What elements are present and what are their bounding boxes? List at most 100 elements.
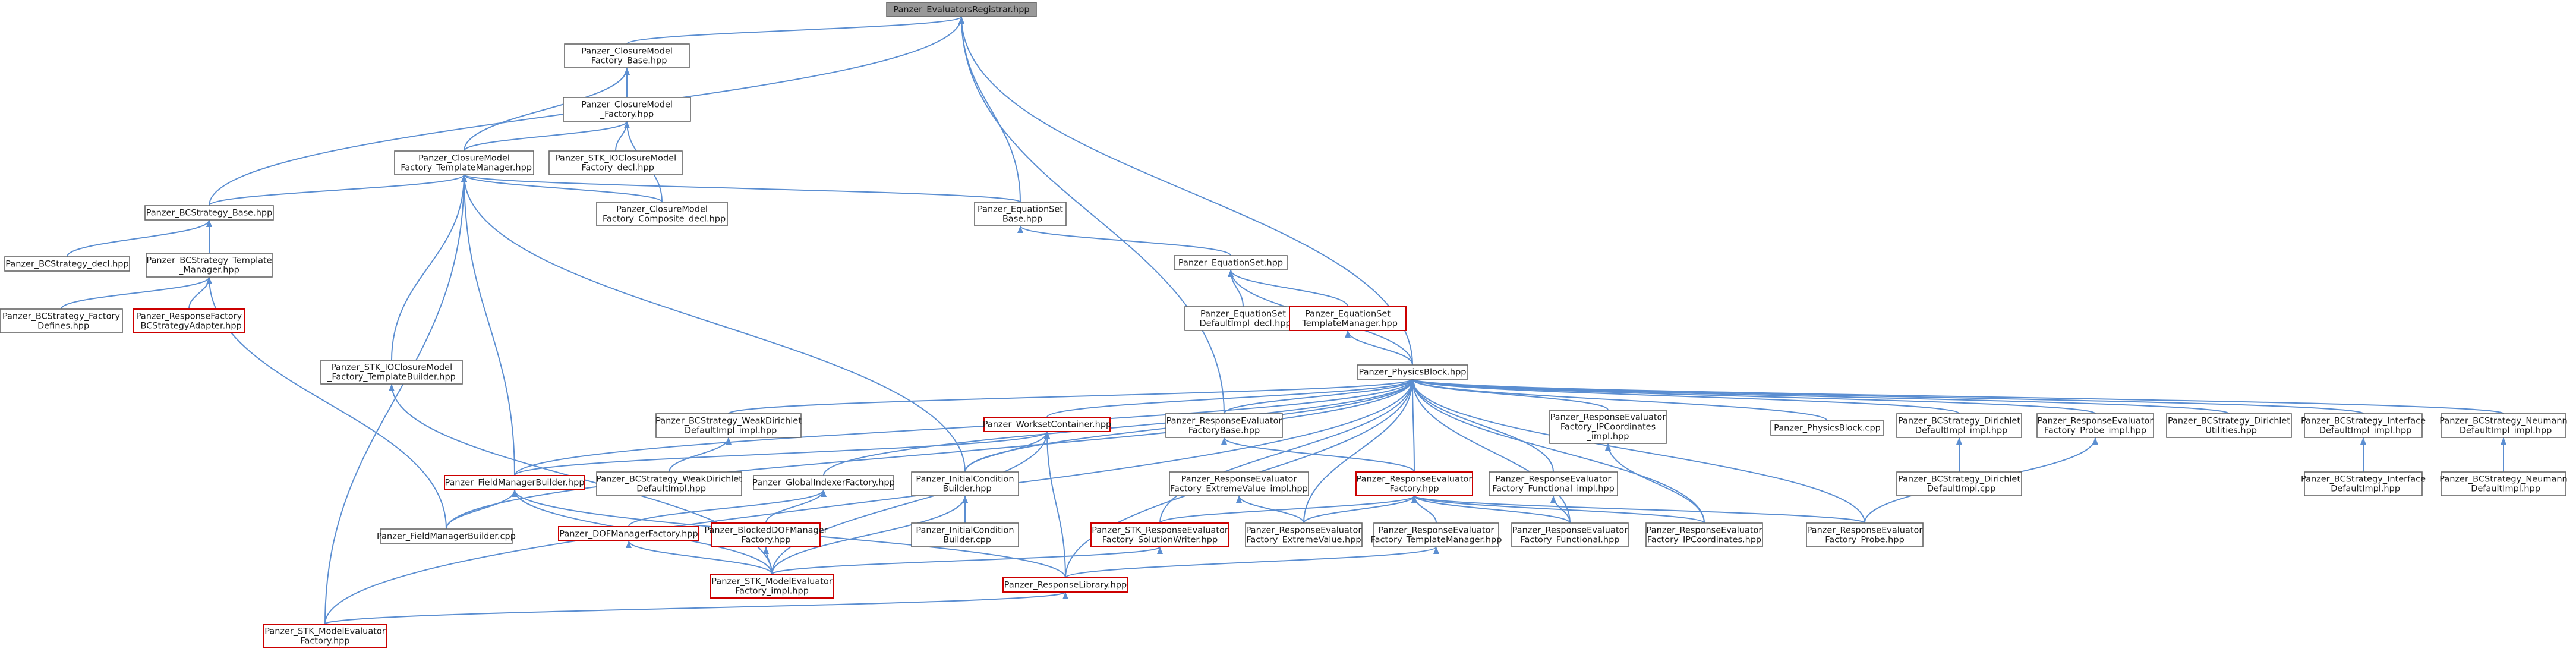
node-box (596, 471, 742, 496)
node-panzer-dofmanagerfactory-hpp[interactable]: Panzer_DOFManagerFactory.hpp (558, 526, 699, 541)
node-label: Panzer_WorksetContainer.hpp (983, 420, 1112, 430)
node-panzer-responselibrary-hpp[interactable]: Panzer_ResponseLibrary.hpp (1002, 577, 1128, 593)
edge-arrowhead (1017, 226, 1023, 233)
node-panzer-globalindexerfactory-hpp[interactable]: Panzer_GlobalIndexerFactory.hpp (752, 475, 895, 490)
node-panzer-responseevaluatorfactory-ipcoordinates-hpp[interactable]: Panzer_ResponseEvaluatorFactory_IPCoordi… (1645, 522, 1763, 547)
node-label: _DefaultImpl.hpp (632, 484, 706, 494)
edge-wsc-rl (1046, 431, 1066, 578)
edge-fmb-fmb_cpp (446, 489, 515, 530)
node-label: Factory_ExtremeValue_impl.hpp (1170, 484, 1308, 494)
edge-cm_ftm-eqs_base (464, 174, 1021, 203)
node-panzer-closuremodel-factory-hpp[interactable]: Panzer_ClosureModel_Factory.hpp (563, 97, 691, 122)
node-box (1245, 522, 1363, 547)
node-panzer-physicsblock-cpp[interactable]: Panzer_PhysicsBlock.cpp (1770, 420, 1884, 436)
node-label: Panzer_EquationSet (978, 205, 1063, 215)
node-panzer-initialcondition-builder-hpp[interactable]: Panzer_InitialCondition_Builder.hpp (911, 471, 1019, 496)
edge-rl-stk_mef (324, 591, 1066, 625)
node-panzer-evaluatorsregistrar-hpp[interactable]: Panzer_EvaluatorsRegistrar.hpp (886, 2, 1037, 17)
node-box (2441, 413, 2566, 438)
edge-pb-ref_func (1412, 379, 1571, 524)
node-panzer-physicsblock-hpp[interactable]: Panzer_PhysicsBlock.hpp (1357, 364, 1468, 380)
node-box (1357, 364, 1468, 380)
node-panzer-worksetcontainer-hpp[interactable]: Panzer_WorksetContainer.hpp (983, 417, 1112, 432)
node-panzer-stk-responseevaluatorfactory-solutionwriter-hpp[interactable]: Panzer_STK_ResponseEvaluatorFactory_Solu… (1090, 522, 1229, 547)
node-label: _DefaultImpl.hpp (2326, 484, 2400, 494)
node-panzer-bcstrategy-base-hpp[interactable]: Panzer_BCStrategy_Base.hpp (144, 205, 274, 221)
node-panzer-responsefactory-bcstrategyadapter-hpp[interactable]: Panzer_ResponseFactory_BCStrategyAdapter… (133, 308, 245, 333)
node-panzer-bcstrategy-interface-defaultimpl-hpp[interactable]: Panzer_BCStrategy_Interface_DefaultImpl.… (2301, 471, 2426, 496)
node-panzer-responseevaluatorfactory-probe-hpp[interactable]: Panzer_ResponseEvaluatorFactory_Probe.hp… (1806, 522, 1924, 547)
node-panzer-bcstrategy-interface-defaultimpl-impl-hpp[interactable]: Panzer_BCStrategy_Interface_DefaultImpl_… (2301, 413, 2426, 438)
node-panzer-bcstrategy-dirichlet-defaultimpl-impl-hpp[interactable]: Panzer_BCStrategy_Dirichlet_DefaultImpl_… (1896, 413, 2022, 438)
node-panzer-responseevaluatorfactory-templatemanager-hpp[interactable]: Panzer_ResponseEvaluatorFactory_Template… (1371, 522, 1502, 547)
node-panzer-fieldmanagerbuilder-cpp[interactable]: Panzer_FieldManagerBuilder.cpp (377, 528, 516, 544)
node-panzer-stk-modelevaluatorfactory-impl-hpp[interactable]: Panzer_STK_ModelEvaluatorFactory_impl.hp… (710, 574, 834, 599)
edge-eqs_tm-pb (1347, 330, 1413, 366)
node-box (2304, 471, 2423, 496)
node-label: Panzer_FieldManagerBuilder.cpp (377, 532, 516, 541)
node-label: _Builder.hpp (938, 484, 991, 494)
edge-wsc-fmb (514, 431, 1048, 476)
node-label: Panzer_ResponseEvaluator (1807, 526, 1923, 536)
node-box (1806, 522, 1924, 547)
node-panzer-bcstrategy-weakdirichlet-defaultimpl-hpp[interactable]: Panzer_BCStrategy_WeakDirichlet_DefaultI… (596, 471, 742, 496)
edge-ref_ev_impl-ref_ev (1238, 495, 1304, 524)
node-label: _DefaultImpl_impl.hpp (680, 426, 777, 436)
node-panzer-bcstrategy-neumann-defaultimpl-hpp[interactable]: Panzer_BCStrategy_Neumann_DefaultImpl.hp… (2439, 471, 2568, 496)
node-label: _DefaultImpl_impl.hpp (2455, 426, 2552, 436)
edge-bcs_tm-rf_bcsa (188, 276, 210, 310)
node-panzer-responseevaluatorfactory-functional-impl-hpp[interactable]: Panzer_ResponseEvaluatorFactory_Function… (1489, 471, 1618, 496)
node-panzer-closuremodel-factory-templatemanager-hpp[interactable]: Panzer_ClosureModel_Factory_TemplateMana… (394, 150, 534, 175)
node-label: Factory_IPCoordinates.hpp (1647, 536, 1762, 545)
edge-pb-fmb (514, 379, 1413, 476)
edge-arrowhead (624, 68, 630, 75)
node-panzer-bcstrategy-dirichlet-defaultimpl-cpp[interactable]: Panzer_BCStrategy_Dirichlet_DefaultImpl.… (1896, 471, 2022, 496)
node-panzer-closuremodel-factory-base-hpp[interactable]: Panzer_ClosureModel_Factory_Base.hpp (564, 43, 690, 68)
node-panzer-bcstrategy-weakdirichlet-defaultimpl-impl-hpp[interactable]: Panzer_BCStrategy_WeakDirichlet_DefaultI… (655, 413, 802, 438)
node-label: _DefaultImpl_impl.hpp (2315, 426, 2412, 436)
node-panzer-equationset-hpp[interactable]: Panzer_EquationSet.hpp (1174, 255, 1288, 270)
edge-arrowhead (626, 541, 632, 548)
node-panzer-bcstrategy-template-manager-hpp[interactable]: Panzer_BCStrategy_Template_Manager.hpp (146, 253, 273, 278)
node-label: Panzer_BCStrategy_Neumann (2439, 475, 2567, 484)
node-box (564, 43, 690, 68)
node-panzer-equationset-defaultimpl-decl-hpp[interactable]: Panzer_EquationSet_DefaultImpl_decl.hpp (1184, 306, 1302, 331)
node-panzer-stk-ioclosuremodel-factory-templatebuilder-hpp[interactable]: Panzer_STK_IOClosureModel_Factory_Templa… (320, 360, 463, 385)
edge-cm_ftm-stk_iocm_tb (391, 174, 465, 361)
node-panzer-fieldmanagerbuilder-hpp[interactable]: Panzer_FieldManagerBuilder.hpp (444, 475, 585, 490)
node-panzer-bcstrategy-decl-hpp[interactable]: Panzer_BCStrategy_decl.hpp (4, 256, 130, 272)
edge-root-ref_base (961, 16, 1225, 414)
node-panzer-responseevaluatorfactory-functional-hpp[interactable]: Panzer_ResponseEvaluatorFactory_Function… (1511, 522, 1629, 547)
node-panzer-initialcondition-builder-cpp[interactable]: Panzer_InitialCondition_Builder.cpp (911, 522, 1019, 547)
node-panzer-stk-ioclosuremodel-factory-decl-hpp[interactable]: Panzer_STK_IOClosureModel_Factory_decl.h… (548, 150, 683, 175)
node-label: Panzer_ResponseFactory (136, 312, 242, 322)
node-panzer-equationset-templatemanager-hpp[interactable]: Panzer_EquationSet_TemplateManager.hpp (1289, 306, 1407, 331)
edge-cm_ftm-stk_mef (324, 174, 465, 625)
node-panzer-responseevaluatorfactory-extremevalue-impl-hpp[interactable]: Panzer_ResponseEvaluatorFactory_ExtremeV… (1169, 471, 1309, 496)
node-label: _BCStrategyAdapter.hpp (135, 322, 242, 331)
node-label: Panzer_BCStrategy_Interface (2301, 417, 2426, 426)
node-panzer-responseevaluatorfactory-ipcoordinates-impl-hpp[interactable]: Panzer_ResponseEvaluatorFactory_IPCoordi… (1549, 410, 1667, 444)
node-box (4, 256, 130, 272)
node-panzer-closuremodel-factory-composite-decl-hpp[interactable]: Panzer_ClosureModel_Factory_Composite_de… (596, 202, 728, 226)
node-box (974, 202, 1067, 226)
node-panzer-bcstrategy-factory-defines-hpp[interactable]: Panzer_BCStrategy_Factory_Defines.hpp (0, 308, 123, 333)
node-box (710, 574, 834, 599)
node-label: Factory_ExtremeValue.hpp (1246, 536, 1361, 545)
node-label: Factory.hpp (1389, 484, 1439, 494)
edge-pb-gif (823, 379, 1413, 476)
edge-pb-fmb_cpp (446, 379, 1413, 530)
node-panzer-bcstrategy-dirichlet-utilities-hpp[interactable]: Panzer_BCStrategy_Dirichlet_Utilities.hp… (2166, 413, 2292, 438)
node-panzer-responseevaluatorfactory-extremevalue-hpp[interactable]: Panzer_ResponseEvaluatorFactory_ExtremeV… (1245, 522, 1363, 547)
node-panzer-bcstrategy-neumann-defaultimpl-impl-hpp[interactable]: Panzer_BCStrategy_Neumann_DefaultImpl_im… (2439, 413, 2568, 438)
node-panzer-equationset-base-hpp[interactable]: Panzer_EquationSet_Base.hpp (974, 202, 1067, 226)
node-label: Panzer_ResponseEvaluator (1181, 475, 1297, 484)
edge-arrowhead (962, 496, 968, 503)
node-label: Panzer_STK_IOClosureModel (331, 363, 452, 373)
node-panzer-responseevaluatorfactory-probe-impl-hpp[interactable]: Panzer_ResponseEvaluatorFactory_Probe_im… (2036, 413, 2154, 438)
